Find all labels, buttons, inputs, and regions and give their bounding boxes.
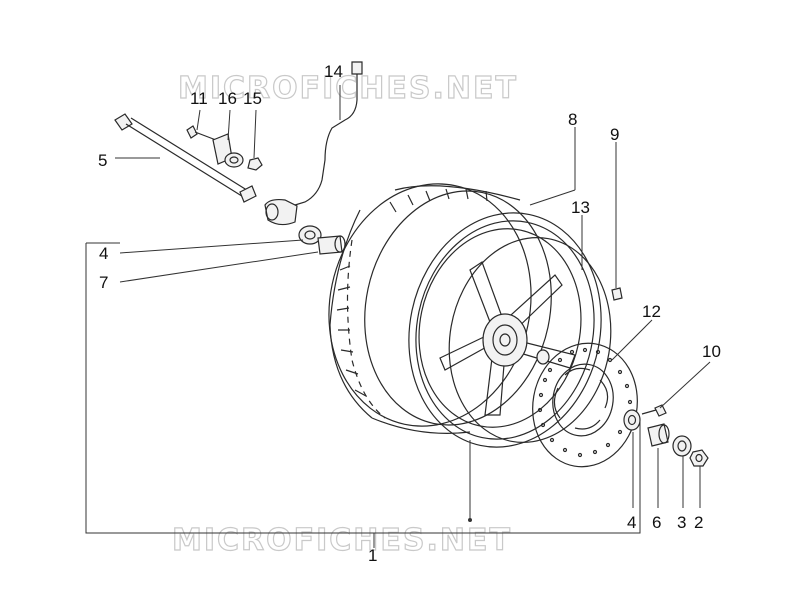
assembly-bracket bbox=[85, 242, 641, 548]
watermark-bottom: MICROFICHES.NET bbox=[172, 523, 512, 558]
nut-2 bbox=[689, 449, 709, 467]
callout-labels: 1 2 3 4 4 5 6 7 8 9 10 11 12 13 14 15 16 bbox=[98, 62, 721, 565]
bearing-left bbox=[298, 225, 322, 245]
callout-6: 6 bbox=[652, 513, 661, 532]
bracket-16 bbox=[212, 133, 244, 168]
callout-11: 11 bbox=[190, 89, 208, 108]
rim-outline bbox=[448, 237, 612, 443]
callout-2: 2 bbox=[694, 513, 703, 532]
callout-13: 13 bbox=[571, 198, 590, 217]
callout-4-right: 4 bbox=[627, 513, 636, 532]
callout-3: 3 bbox=[677, 513, 686, 532]
tire bbox=[328, 183, 552, 434]
callout-10: 10 bbox=[702, 342, 721, 361]
callout-16: 16 bbox=[218, 89, 237, 108]
rim bbox=[408, 212, 602, 448]
bolt-11 bbox=[186, 125, 217, 141]
callout-15: 15 bbox=[243, 89, 262, 108]
watermark-top: MICROFICHES.NET bbox=[178, 71, 518, 106]
washer-3 bbox=[672, 435, 692, 457]
callout-12: 12 bbox=[642, 302, 661, 321]
spacer-7 bbox=[317, 235, 346, 255]
valve-9 bbox=[611, 287, 623, 301]
callout-1: 1 bbox=[368, 546, 377, 565]
bolt-10 bbox=[641, 404, 667, 417]
spacer-6 bbox=[647, 423, 670, 447]
callout-14: 14 bbox=[324, 62, 343, 81]
nut-15 bbox=[247, 157, 263, 171]
callout-4-left: 4 bbox=[99, 244, 108, 263]
assembly-marker-dot bbox=[468, 518, 472, 522]
bearing-right bbox=[623, 409, 641, 431]
axle bbox=[114, 113, 257, 203]
leader-lines bbox=[115, 85, 711, 518]
callout-7: 7 bbox=[99, 273, 108, 292]
callout-5: 5 bbox=[98, 151, 107, 170]
callout-8: 8 bbox=[568, 110, 577, 129]
speed-sensor-cable bbox=[264, 61, 363, 226]
callout-9: 9 bbox=[610, 125, 619, 144]
